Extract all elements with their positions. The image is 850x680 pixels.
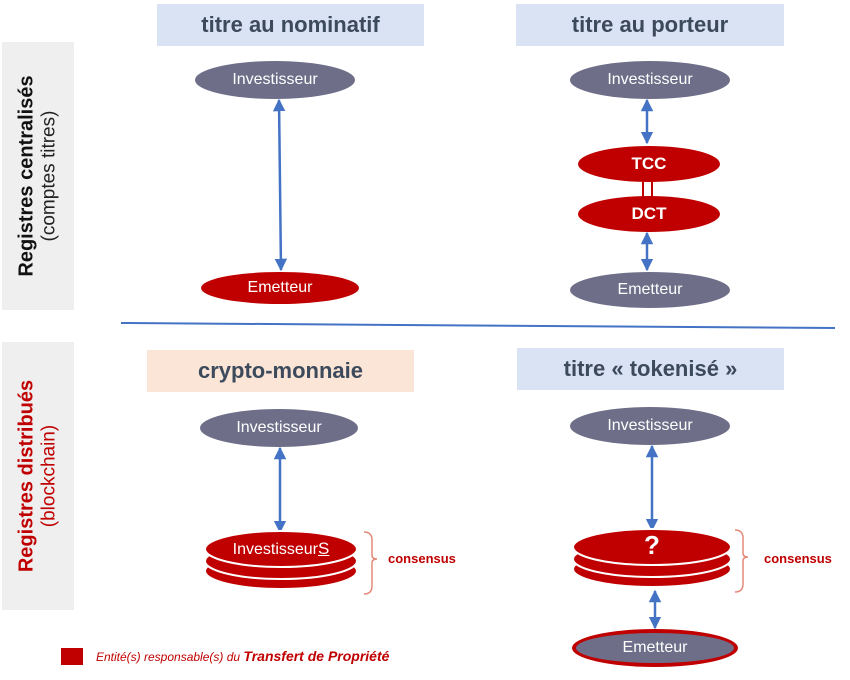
arrow-nominatif: [272, 98, 288, 272]
sidebar-distributed: Registres distribués (blockchain): [2, 342, 74, 610]
header-crypto: crypto-monnaie: [147, 350, 414, 392]
consensus-crypto-label: consensus: [388, 551, 456, 566]
header-tokenise: titre « tokenisé »: [517, 348, 784, 390]
crypto-stack-label-suffix: S: [318, 539, 330, 558]
legend-prefix: Entité(s) responsable(s) du: [96, 650, 244, 664]
porteur-investisseur-node: Investisseur: [570, 61, 730, 99]
header-porteur: titre au porteur: [516, 4, 784, 46]
tokenise-emetteur-node: Emetteur: [572, 629, 738, 667]
section-divider: [120, 322, 836, 329]
crypto-stack-label-prefix: Investisseur: [232, 541, 319, 558]
nominatif-investisseur-node: Investisseur: [195, 61, 355, 99]
sidebar-centralized: Registres centralisés (comptes titres): [2, 42, 74, 310]
crypto-ledger-stack: [204, 530, 358, 590]
bracket-tokenise: [734, 529, 749, 593]
porteur-emetteur-node: Emetteur: [570, 272, 730, 308]
legend-text: Entité(s) responsable(s) du Transfert de…: [96, 648, 389, 664]
nominatif-emetteur-node: Emetteur: [201, 272, 359, 304]
bracket-crypto: [363, 531, 378, 595]
header-nominatif: titre au nominatif: [157, 4, 424, 46]
legend-emphasis: Transfert de Propriété: [243, 648, 390, 664]
crypto-investisseur-node: Investisseur: [200, 409, 358, 447]
tokenise-ledger-stack: [572, 528, 732, 588]
tokenise-investisseur-node: Investisseur: [570, 407, 730, 445]
tokenise-stack-label: ?: [644, 530, 660, 560]
crypto-stack-label: InvestisseurS: [205, 539, 357, 559]
porteur-dct-node: DCT: [578, 196, 720, 232]
consensus-tokenise-label: consensus: [764, 551, 832, 566]
legend-swatch: [61, 648, 83, 665]
porteur-tcc-node: TCC: [578, 146, 720, 182]
